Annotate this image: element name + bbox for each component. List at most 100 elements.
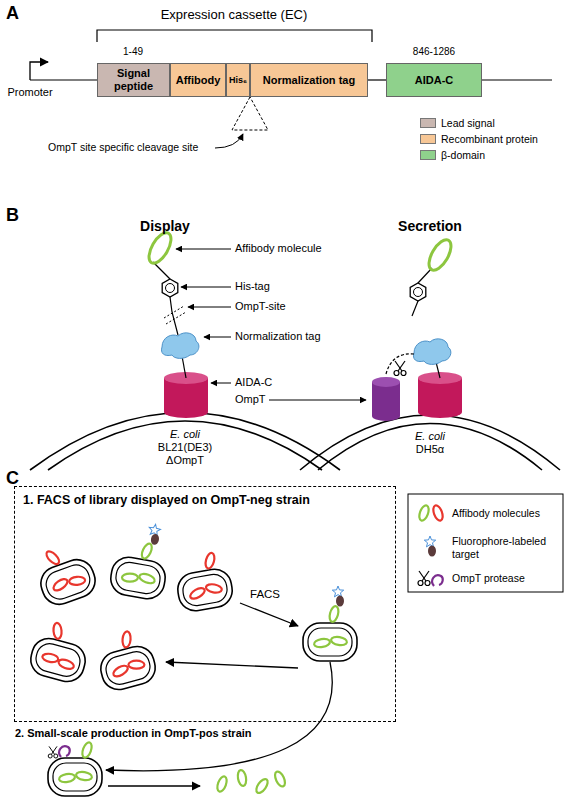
his-tag-ring bbox=[410, 283, 426, 301]
illustration-part bbox=[181, 287, 231, 288]
aida-c-box: AIDA-C bbox=[386, 63, 482, 97]
illustration-part bbox=[108, 555, 168, 602]
part-label: OmpT-site bbox=[235, 300, 286, 313]
strain-label: E. coli bbox=[170, 428, 200, 441]
illustration-part bbox=[164, 306, 184, 318]
affibody-loop bbox=[425, 236, 456, 273]
legend-swatch bbox=[420, 134, 436, 144]
illustration-part bbox=[372, 382, 400, 416]
illustration-part bbox=[482, 79, 552, 80]
peptide-chain bbox=[182, 356, 186, 378]
box-text: 1. FACS of library displayed on OmpT-neg… bbox=[23, 493, 310, 507]
aida-c-barrel bbox=[164, 372, 208, 418]
legend-entry: Recombinant protein bbox=[420, 133, 538, 146]
illustration-part bbox=[122, 574, 138, 582]
legend-frame bbox=[408, 494, 563, 592]
peptide-chain bbox=[436, 362, 440, 378]
legend-text: Recombinant protein bbox=[441, 133, 538, 146]
secreted-affibodies bbox=[216, 769, 288, 794]
legend-swatch bbox=[420, 118, 436, 128]
illustration-part bbox=[328, 605, 340, 623]
cell-membrane bbox=[300, 415, 560, 470]
ompt-barrel bbox=[372, 377, 400, 421]
illustration-part bbox=[48, 421, 322, 470]
illustration-part bbox=[204, 337, 231, 338]
illustration-part bbox=[330, 636, 347, 647]
illustration-part bbox=[188, 307, 231, 308]
normalization-tag-shape bbox=[413, 339, 450, 365]
illustration-part bbox=[53, 623, 62, 640]
panel-letter: A bbox=[6, 3, 19, 24]
bacterial-cell bbox=[27, 617, 94, 685]
cassette-bracket bbox=[97, 30, 372, 42]
illustration-part bbox=[176, 249, 231, 250]
legend-text: Fluorophore-labeled target bbox=[452, 535, 552, 560]
affibody-loop bbox=[145, 229, 176, 266]
panel-letter: C bbox=[6, 468, 19, 489]
box-text: His₆ bbox=[229, 75, 247, 85]
strain-label: DH5α bbox=[416, 443, 444, 456]
illustration-part bbox=[138, 572, 156, 585]
his-tag-box: His₆ bbox=[226, 63, 250, 97]
illustration-part bbox=[52, 577, 70, 593]
strain-label: E. coli bbox=[415, 430, 445, 443]
illustration-part bbox=[318, 424, 542, 471]
legend-entry: β-domain bbox=[420, 149, 485, 162]
scissors-symbol bbox=[394, 361, 406, 376]
illustration-part bbox=[166, 312, 186, 324]
strain-label: ΔOmpT bbox=[166, 454, 204, 467]
box-text: Signal peptide bbox=[98, 67, 169, 92]
illustration-part bbox=[273, 770, 287, 788]
legend-entry: Lead signal bbox=[420, 117, 495, 130]
box-text: Affibody bbox=[176, 74, 221, 87]
part-label: Affibody molecule bbox=[235, 242, 322, 255]
illustration-part bbox=[418, 504, 431, 522]
box-text: Normalization tag bbox=[263, 74, 355, 87]
peptide-chain bbox=[170, 297, 178, 335]
illustration-part bbox=[303, 623, 357, 661]
part-label: AIDA-C bbox=[235, 376, 272, 389]
illustration-part bbox=[48, 746, 58, 758]
pointer-arrows bbox=[176, 249, 366, 400]
cassette-title: Expression cassette (EC) bbox=[161, 8, 308, 23]
illustration-part bbox=[418, 571, 430, 586]
illustration-part bbox=[36, 555, 100, 609]
part-label: His-tag bbox=[235, 280, 270, 293]
legend-text: Affibody molecules bbox=[452, 507, 540, 520]
illustration-part bbox=[30, 79, 97, 80]
bacterial-cell bbox=[108, 518, 174, 601]
illustration-part bbox=[140, 542, 154, 560]
illustration-part bbox=[106, 662, 332, 771]
illustration-part bbox=[162, 279, 178, 297]
illustration-part bbox=[211, 383, 231, 384]
illustration-part bbox=[240, 603, 298, 626]
sorted-cell bbox=[303, 586, 357, 661]
illustration-part bbox=[216, 775, 229, 793]
legend-entry: Affibody molecules bbox=[452, 507, 557, 520]
illustration-part bbox=[97, 30, 372, 42]
legend-entry: Fluorophore-labeled target bbox=[452, 535, 552, 560]
illustration-part bbox=[189, 586, 207, 601]
ompt-site-mark bbox=[164, 306, 186, 324]
illustration-part bbox=[368, 79, 386, 80]
mode-heading: Secretion bbox=[398, 218, 462, 234]
normalization-tag-shape bbox=[161, 333, 198, 359]
illustration-part bbox=[112, 664, 130, 679]
illustration-part bbox=[108, 785, 200, 786]
residue-range: 1-49 bbox=[123, 46, 143, 58]
promoter-arrow bbox=[30, 62, 48, 80]
peptide-chain bbox=[412, 301, 418, 316]
illustration-part bbox=[97, 643, 159, 694]
illustration-part bbox=[204, 552, 216, 570]
illustration-part bbox=[58, 773, 75, 784]
legend-text: OmpT protease bbox=[452, 572, 525, 585]
illustration-part bbox=[205, 583, 222, 594]
facs-step-box: 1. FACS of library displayed on OmpT-neg… bbox=[14, 486, 396, 722]
cleavage-site-triangle bbox=[232, 97, 268, 130]
illustration-part bbox=[122, 631, 131, 648]
illustration-part bbox=[313, 638, 330, 649]
step-heading: 2. Small-scale production in OmpT-pos st… bbox=[15, 727, 252, 740]
flow-arrows bbox=[106, 603, 332, 786]
illustration-part bbox=[332, 586, 344, 607]
peptide-chain bbox=[153, 262, 170, 279]
